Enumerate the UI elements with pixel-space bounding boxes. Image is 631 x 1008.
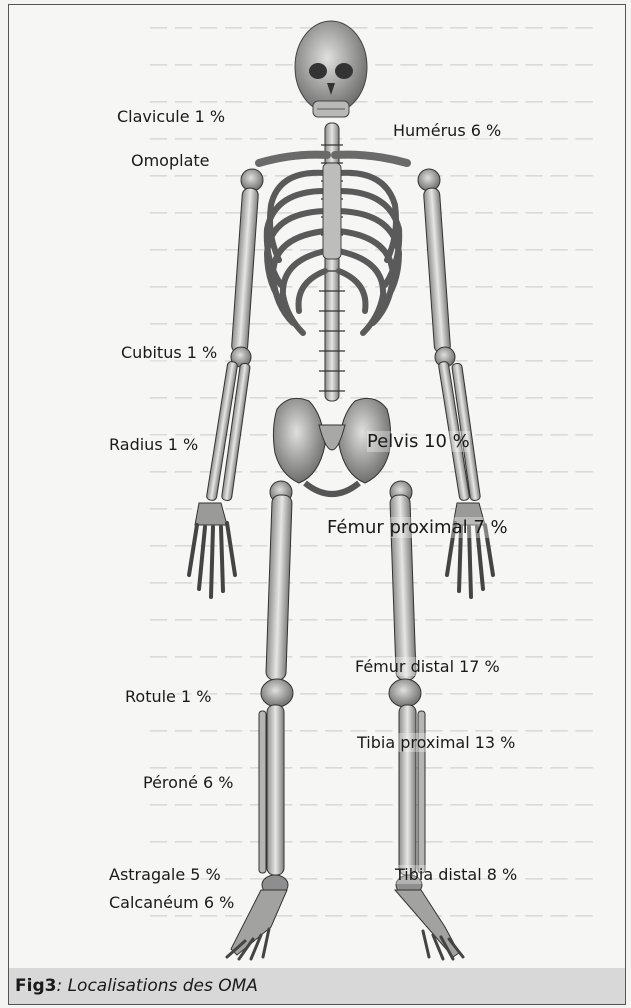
label-pelvis: Pelvis 10 % [367, 431, 470, 452]
label-femur-distal: Fémur distal 17 % [355, 657, 500, 676]
figure-frame: — — — — — — — — — — — — — — — — — — — — … [8, 4, 626, 970]
label-radius: Radius 1 % [109, 435, 198, 454]
label-calcaneum: Calcanéum 6 % [109, 893, 234, 912]
left-leg [227, 481, 293, 959]
label-tibia-distal: Tibia distal 8 % [395, 865, 517, 884]
label-femur-proximal: Fémur proximal 7 % [327, 517, 508, 538]
skull [295, 21, 367, 117]
label-tibia-proximal: Tibia proximal 13 % [357, 733, 515, 752]
caption-text: : Localisations des OMA [56, 976, 258, 996]
label-humerus: Humérus 6 % [393, 121, 501, 140]
label-cubitus: Cubitus 1 % [121, 343, 217, 362]
figure-caption: Fig3: Localisations des OMA [8, 968, 626, 1005]
skeleton-illustration [9, 5, 625, 969]
label-rotule: Rotule 1 % [125, 687, 211, 706]
label-astragale: Astragale 5 % [109, 865, 221, 884]
label-omoplate: Omoplate [131, 151, 210, 170]
sternum [323, 163, 341, 259]
left-arm [189, 188, 259, 597]
figure-number: Fig3 [9, 976, 56, 996]
label-perone: Péroné 6 % [143, 773, 233, 792]
label-clavicule: Clavicule 1 % [117, 107, 225, 126]
